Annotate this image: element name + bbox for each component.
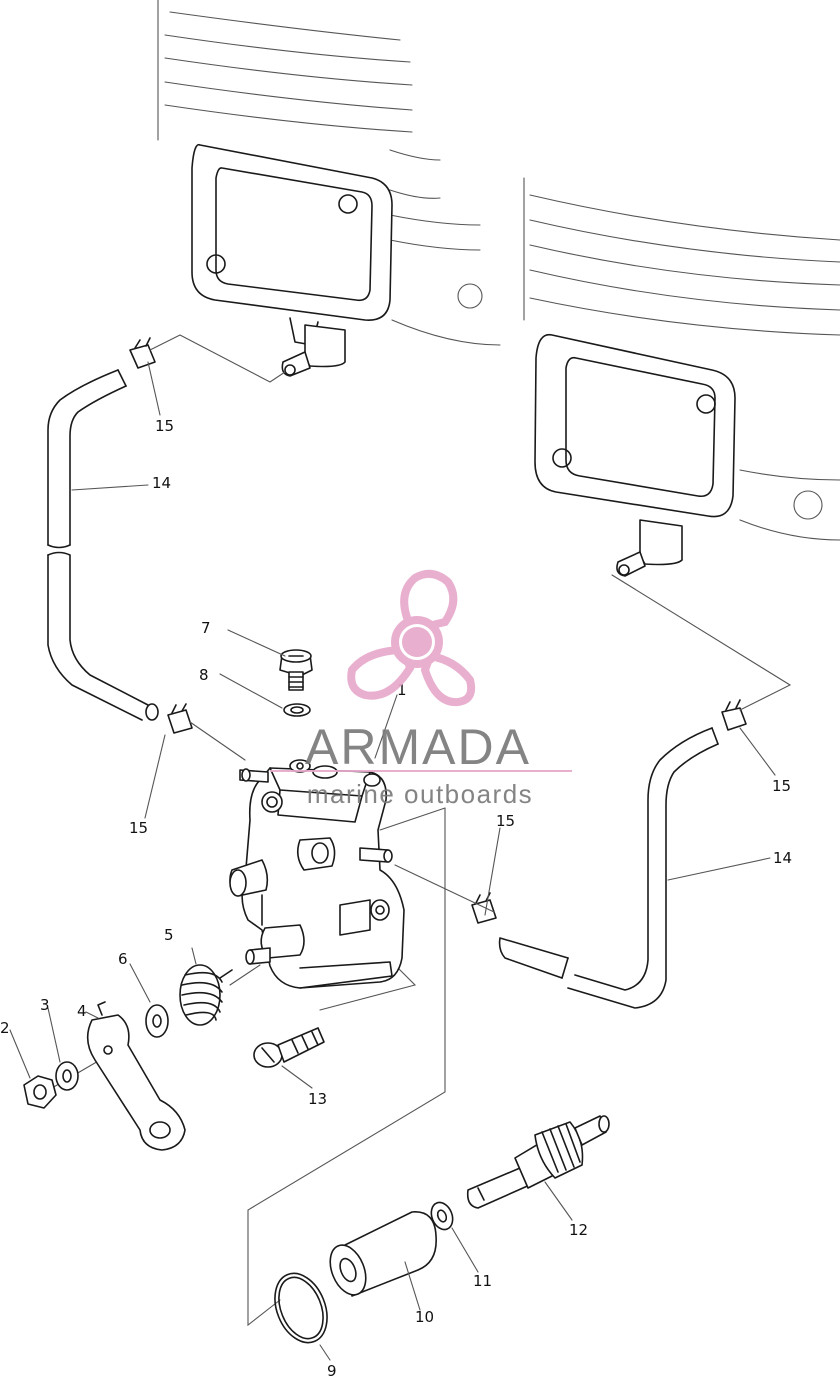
- watermark-brand: ARMADA: [305, 719, 531, 775]
- hose-clamp-top-left: [129, 337, 156, 369]
- callout-4: 4: [77, 1002, 87, 1020]
- washer-part-6: [145, 1004, 169, 1038]
- callout-10: 10: [415, 1308, 434, 1326]
- callout-14-right: 14: [773, 849, 792, 867]
- watermark: ARMADA marine outboards: [270, 569, 572, 809]
- hose-clamp-mid-left: [167, 703, 193, 734]
- callout-12: 12: [569, 1221, 588, 1239]
- cylinder-block-right: [523, 177, 840, 577]
- callout-7: 7: [201, 619, 211, 637]
- hose-clamp-right-mid: [471, 892, 497, 924]
- callout-15-top-left: 15: [155, 417, 174, 435]
- oring-part-9: [274, 1272, 328, 1344]
- bushing-part-10: [329, 1211, 437, 1297]
- callout-9: 9: [327, 1362, 337, 1376]
- washer-part-8: [283, 703, 311, 717]
- gear-shaft-part-12: [466, 1115, 610, 1209]
- callout-1: 1: [397, 681, 407, 699]
- nut-part-2: [23, 1075, 57, 1109]
- bolt-part-13: [253, 1027, 325, 1068]
- watermark-tagline: marine outboards: [307, 779, 533, 809]
- spring-part-5: [179, 964, 233, 1026]
- callout-14-left: 14: [152, 474, 171, 492]
- oil-pump-body: [229, 759, 405, 989]
- callout-15-mid-left: 15: [129, 819, 148, 837]
- callout-6: 6: [118, 950, 128, 968]
- washer-part-11: [430, 1201, 454, 1231]
- callout-13: 13: [308, 1090, 327, 1108]
- lockwasher-part-3: [55, 1061, 79, 1091]
- callout-3: 3: [40, 996, 50, 1014]
- callout-labels: 1 2 3 4 5 6 7 8 9 10 11 12 13 14 14 15 1…: [0, 417, 792, 1376]
- propeller-logo-icon: [347, 569, 476, 707]
- screw-part-7: [279, 649, 313, 691]
- routing-lines: [39, 334, 792, 1327]
- lever-part-4: [86, 1001, 186, 1151]
- leader-lines: [9, 361, 776, 1361]
- hose-right: [498, 727, 719, 1009]
- callout-2: 2: [0, 1019, 10, 1037]
- cylinder-block-left: [157, 0, 501, 377]
- callout-15-center: 15: [496, 812, 515, 830]
- callout-15-right: 15: [772, 777, 791, 795]
- hose-left: [47, 369, 159, 721]
- callout-11: 11: [473, 1272, 492, 1290]
- callout-5: 5: [164, 926, 174, 944]
- hose-clamp-right-top: [721, 699, 747, 731]
- callout-8: 8: [199, 666, 209, 684]
